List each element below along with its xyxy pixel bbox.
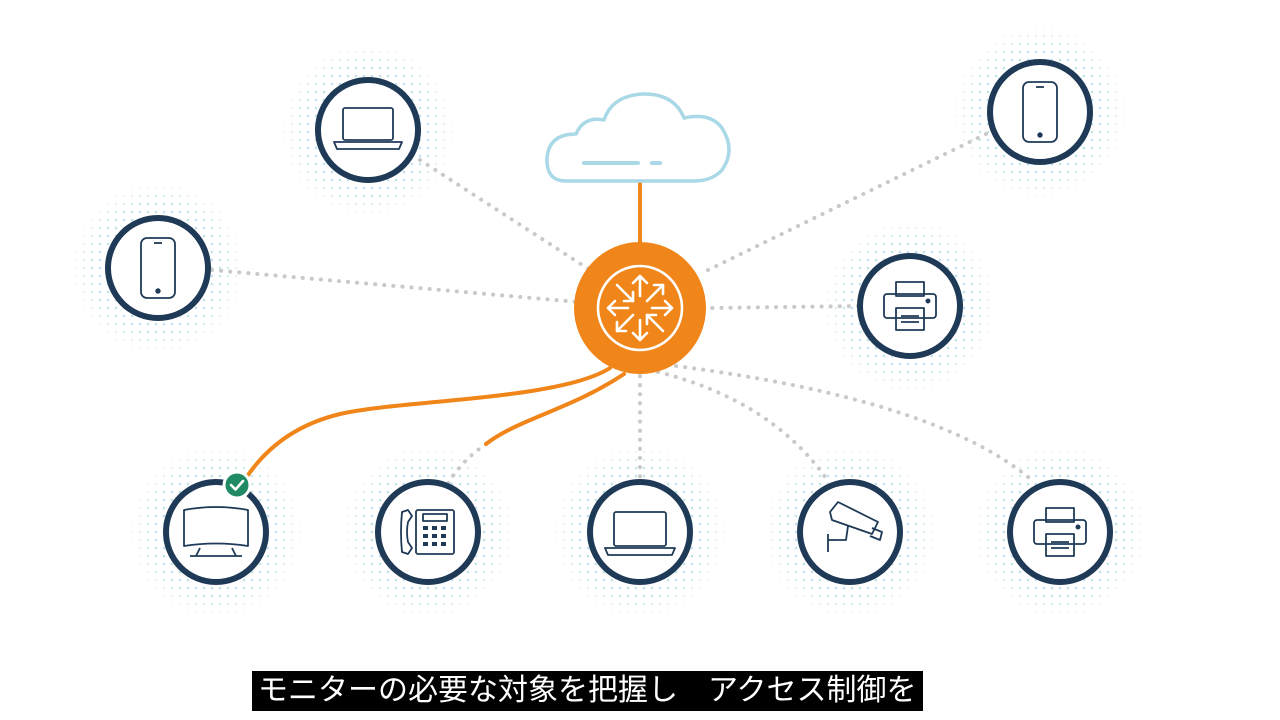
- link-phone-right: [698, 132, 988, 276]
- monitor-icon: [183, 506, 249, 557]
- device-laptop-top: [315, 77, 421, 183]
- link-hub-deskphone: [484, 372, 626, 446]
- caption-subtitle: モニターの必要な対象を把握し アクセス制御を: [252, 671, 923, 711]
- device-monitor: [163, 479, 269, 585]
- dotted-links: [210, 132, 1036, 486]
- hub-node: [574, 242, 706, 374]
- desk-phone-icon: [400, 509, 455, 555]
- check-badge-icon: [222, 470, 252, 500]
- printer-icon: [1033, 507, 1087, 557]
- laptop-icon: [333, 107, 403, 150]
- smartphone-icon: [1022, 81, 1058, 143]
- device-laptop-bottom: [587, 479, 693, 585]
- router-arrows-icon: [596, 264, 684, 352]
- printer-icon: [883, 281, 937, 331]
- cloud-icon: [545, 92, 731, 183]
- smartphone-icon: [140, 237, 176, 299]
- device-printer-right: [857, 253, 963, 359]
- device-camera: [797, 479, 903, 585]
- link-phone-left: [210, 268, 580, 304]
- device-printer-bottom: [1007, 479, 1113, 585]
- device-phone-left: [105, 215, 211, 321]
- device-phone-right: [987, 59, 1093, 165]
- active-links: [244, 182, 642, 480]
- security-camera-icon: [827, 501, 883, 552]
- link-hub-monitor: [244, 366, 612, 480]
- link-printer-bottom: [674, 364, 1036, 484]
- link-camera: [656, 370, 828, 480]
- link-laptop-top: [418, 158, 592, 272]
- device-desk-phone: [375, 479, 481, 585]
- laptop-icon: [604, 511, 676, 556]
